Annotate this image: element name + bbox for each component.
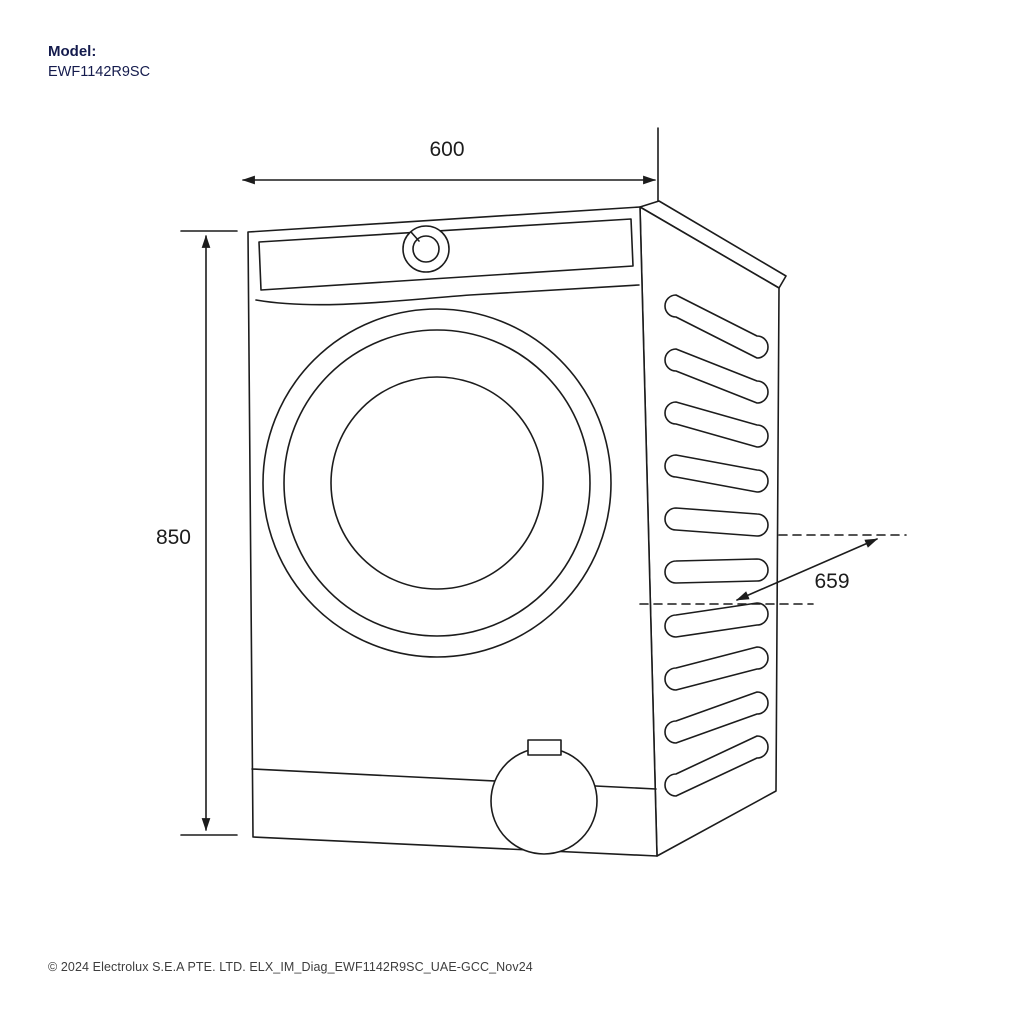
control-panel-seam bbox=[255, 284, 640, 306]
drain-filter-door bbox=[490, 747, 598, 855]
vent-slot bbox=[664, 735, 769, 797]
vent-slot bbox=[664, 691, 769, 744]
control-panel-border bbox=[258, 218, 634, 291]
vent-slot bbox=[664, 401, 769, 448]
vent-slot bbox=[664, 294, 769, 359]
depth-label: 659 bbox=[814, 570, 849, 593]
vent-slot bbox=[664, 646, 769, 691]
door-outer-ring bbox=[262, 308, 612, 658]
vent-slot bbox=[664, 507, 769, 537]
height-label: 850 bbox=[156, 526, 191, 549]
program-knob-inner bbox=[412, 235, 440, 263]
door-glass bbox=[330, 376, 544, 590]
knob-pointer bbox=[410, 231, 420, 242]
filter-handle bbox=[527, 739, 562, 756]
vent-slot bbox=[664, 454, 769, 493]
footer-copyright: © 2024 Electrolux S.E.A PTE. LTD. ELX_IM… bbox=[48, 960, 533, 974]
vent-slot bbox=[664, 348, 769, 404]
model-number: EWF1142R9SC bbox=[48, 64, 151, 81]
door-inner-ring bbox=[283, 329, 591, 637]
model-label: Model: bbox=[48, 43, 97, 60]
vent-slot bbox=[664, 602, 769, 638]
model-block: Model: EWF1142R9SC bbox=[48, 42, 150, 83]
depth-dimension-arrow bbox=[736, 538, 878, 601]
width-label: 600 bbox=[429, 138, 464, 161]
